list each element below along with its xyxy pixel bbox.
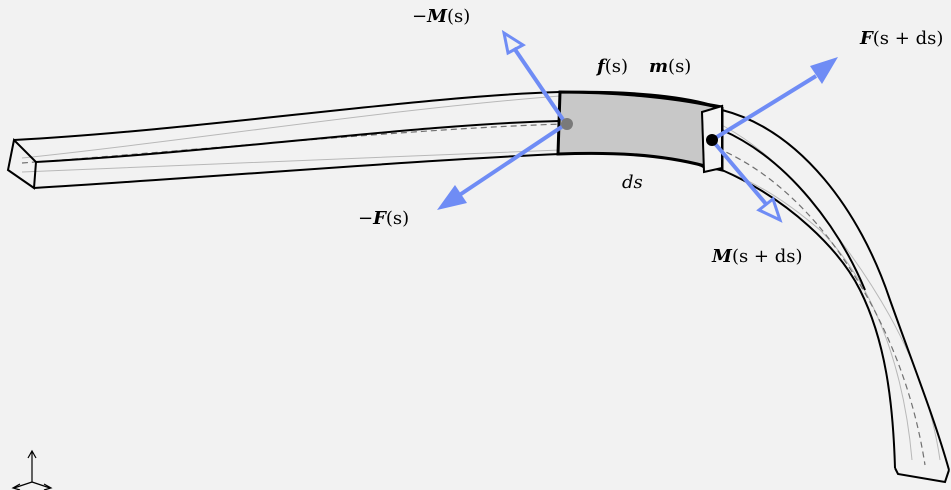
neg-force-arrowhead (437, 185, 467, 210)
element-front-face (558, 92, 722, 170)
neg-moment-arrowhead (504, 33, 523, 53)
neg-force-arrow (458, 124, 566, 196)
label-force-plus: F(s + ds) (859, 28, 943, 49)
guide-line-bottom (22, 150, 912, 460)
rod-element (558, 92, 722, 172)
guide-line-top (22, 95, 940, 460)
rod-right-end (895, 468, 949, 482)
point-s (561, 118, 573, 130)
centerline (22, 124, 925, 465)
rod-edge-bottom (34, 153, 705, 188)
label-ds: ds (622, 172, 643, 193)
force-plus-arrow (712, 76, 816, 140)
rod-left-end (8, 140, 36, 188)
label-neg-force: −F(s) (358, 208, 409, 229)
label-dist-moment: m(s) (649, 56, 691, 77)
point-s-plus-ds (706, 134, 718, 146)
neg-moment-arrow (514, 48, 566, 124)
label-neg-moment: −M(s) (412, 6, 470, 27)
rod-outline (8, 92, 949, 482)
label-dist-force: f(s) (595, 56, 628, 77)
force-plus-arrowhead (810, 57, 838, 84)
axes-icon (13, 451, 51, 490)
label-moment-plus: M(s + ds) (711, 246, 803, 267)
rod-guides (22, 95, 940, 465)
